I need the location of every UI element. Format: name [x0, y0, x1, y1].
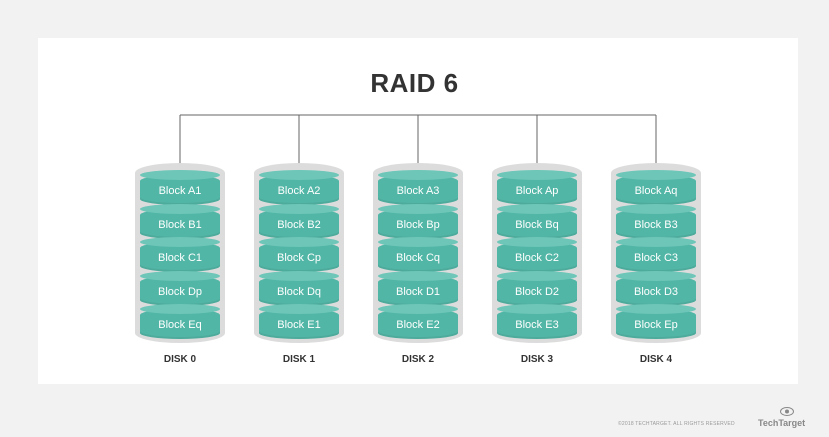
block-label: Block D1: [395, 285, 441, 298]
block-label: Block Cp: [276, 252, 322, 264]
disk-4-block-2: Block C3: [616, 237, 696, 272]
disk-0-block-0: Block A1: [140, 170, 220, 205]
block-top-surface: [140, 237, 220, 247]
disk-0-block-3: Block Dp: [140, 270, 220, 306]
block-top-surface: [140, 304, 220, 314]
disk-4-block-1: Block B3: [616, 203, 696, 239]
copyright-text: ©2018 TECHTARGET. ALL RIGHTS RESERVED: [618, 421, 735, 427]
block-top-surface: [140, 203, 220, 214]
block-label: Block E1: [277, 319, 321, 331]
block-top-surface: [259, 270, 339, 281]
disk-2: Block A3 Block Bp Block Cq Block D1 Block E2: [373, 163, 463, 343]
block-label: Block A2: [277, 185, 321, 197]
block-label: Block Bp: [396, 218, 440, 231]
disk-3-block-4: Block E3: [497, 304, 577, 339]
disk-1-block-1: Block B2: [259, 203, 339, 239]
diagram-title: RAID 6: [370, 68, 459, 98]
block-label: Block Aq: [634, 185, 678, 197]
block-label: Block Eq: [158, 319, 202, 331]
disk-label: DISK 4: [639, 354, 673, 365]
disk-3-block-3: Block D2: [497, 270, 577, 306]
block-label: Block B3: [634, 218, 678, 231]
block-top-surface: [616, 203, 696, 214]
disk-1-block-3: Block Dq: [259, 270, 339, 306]
block-top-surface: [378, 304, 458, 314]
block-label: Block D3: [633, 285, 679, 298]
disk-label: DISK 1: [282, 354, 316, 365]
block-top-surface: [616, 170, 696, 180]
techtarget-eye-icon: [780, 407, 794, 416]
block-label: Block Ap: [515, 185, 559, 197]
disk-0: Block A1 Block B1 Block C1 Block Dp Block Eq: [135, 163, 225, 343]
disk-2-block-3: Block D1: [378, 270, 458, 306]
block-label: Block E3: [515, 319, 559, 331]
block-top-surface: [616, 304, 696, 314]
block-top-surface: [497, 304, 577, 314]
block-label: Block Dp: [157, 285, 203, 298]
block-top-surface: [259, 237, 339, 247]
block-top-surface: [497, 270, 577, 281]
disk-3-block-1: Block Bq: [497, 203, 577, 239]
block-label: Block D2: [514, 285, 560, 298]
block-top-surface: [378, 170, 458, 180]
disk-1: Block A2 Block B2 Block Cp Block Dq Block E1: [254, 163, 344, 343]
disk-0-block-2: Block C1: [140, 237, 220, 272]
disk-3-block-0: Block Ap: [497, 170, 577, 205]
disk-4-block-3: Block D3: [616, 270, 696, 306]
block-label: Block Cq: [395, 252, 441, 264]
block-top-surface: [259, 203, 339, 214]
block-top-surface: [378, 203, 458, 214]
disk-2-block-2: Block Cq: [378, 237, 458, 272]
block-label: Block A3: [396, 185, 440, 197]
block-top-surface: [616, 270, 696, 281]
disk-4-block-0: Block Aq: [616, 170, 696, 205]
disk-label: DISK 0: [163, 354, 197, 365]
disk-1-block-4: Block E1: [259, 304, 339, 339]
block-label: Block Dq: [276, 285, 322, 298]
block-label: Block E2: [396, 319, 440, 331]
disk-4-block-4: Block Ep: [616, 304, 696, 339]
block-top-surface: [497, 237, 577, 247]
disk-1-block-2: Block Cp: [259, 237, 339, 272]
brand-logo-text: TechTarget: [758, 418, 806, 428]
block-top-surface: [616, 237, 696, 247]
block-top-surface: [497, 203, 577, 214]
block-top-surface: [140, 170, 220, 180]
block-label: Block C1: [157, 252, 203, 264]
block-label: Block Bq: [515, 218, 559, 231]
disk-2-block-1: Block Bp: [378, 203, 458, 239]
block-label: Block Ep: [634, 319, 678, 331]
block-top-surface: [259, 170, 339, 180]
disk-label: DISK 3: [520, 354, 554, 365]
block-label: Block B1: [158, 218, 202, 231]
block-top-surface: [140, 270, 220, 281]
disk-4: Block Aq Block B3 Block C3 Block D3 Block Ep: [611, 163, 701, 343]
disk-2-block-4: Block E2: [378, 304, 458, 339]
disk-0-block-1: Block B1: [140, 203, 220, 239]
block-top-surface: [497, 170, 577, 180]
disk-label: DISK 2: [401, 354, 435, 365]
disk-2-block-0: Block A3: [378, 170, 458, 205]
block-top-surface: [259, 304, 339, 314]
disk-3: Block Ap Block Bq Block C2 Block D2 Block E3: [492, 163, 582, 343]
block-label: Block B2: [277, 218, 321, 231]
block-label: Block C2: [514, 252, 560, 264]
block-label: Block A1: [158, 185, 202, 197]
disk-1-block-0: Block A2: [259, 170, 339, 205]
disk-0-block-4: Block Eq: [140, 304, 220, 339]
block-top-surface: [378, 237, 458, 247]
block-top-surface: [378, 270, 458, 281]
block-label: Block C3: [633, 252, 679, 264]
disk-3-block-2: Block C2: [497, 237, 577, 272]
